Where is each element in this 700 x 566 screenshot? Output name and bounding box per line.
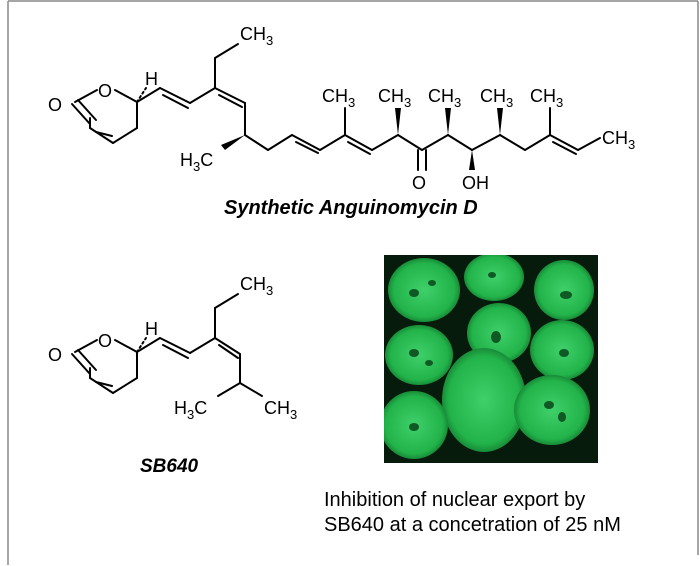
ketone-oxygen-label: O <box>412 173 426 193</box>
ring-oxygen-top: O <box>98 81 112 101</box>
polyketide-chain <box>136 43 601 171</box>
sb640-side-chain <box>136 293 263 397</box>
ethyl-ch3-label: CH3 <box>240 24 273 48</box>
nucleoli <box>409 272 572 431</box>
top-compound-name: Synthetic Anguinomycin D <box>224 197 478 219</box>
sb640-structure: O O H CH3 H3C CH3 <box>48 274 297 422</box>
methyl-label-3: CH3 <box>428 86 461 110</box>
sb640-h3c-label: H3C <box>174 398 207 422</box>
lactone-ring-bottom <box>71 337 147 394</box>
h3c-methyl-label: H3C <box>180 150 213 174</box>
sb640-ch3-label: CH3 <box>264 398 297 422</box>
terminal-ch3-label: CH3 <box>602 128 635 152</box>
fluorescence-micrograph <box>384 255 598 463</box>
lactone-ring-top <box>71 87 147 144</box>
micrograph-caption-line-1: Inhibition of nuclear export by <box>324 489 586 511</box>
methyl-label-2: CH3 <box>378 86 411 110</box>
methyl-label-5: CH3 <box>530 86 563 110</box>
ring-oxygen-bottom: O <box>98 331 112 351</box>
micrograph-caption-line-2: SB640 at a concetration of 25 nM <box>324 514 621 536</box>
anguinomycin-structure: O O H <box>48 24 635 193</box>
methyl-label-1: CH3 <box>322 86 355 110</box>
sb640-ethyl-ch3-label: CH3 <box>240 274 273 298</box>
methyl-label-4: CH3 <box>480 86 513 110</box>
cells <box>384 255 594 459</box>
hydroxyl-label: OH <box>462 173 489 193</box>
stereo-hydrogen-bottom: H <box>145 319 158 339</box>
bottom-compound-name: SB640 <box>140 456 199 477</box>
carbonyl-oxygen-top: O <box>48 95 62 115</box>
carbonyl-oxygen-bottom: O <box>48 345 62 365</box>
stereo-hydrogen-top: H <box>145 69 158 89</box>
